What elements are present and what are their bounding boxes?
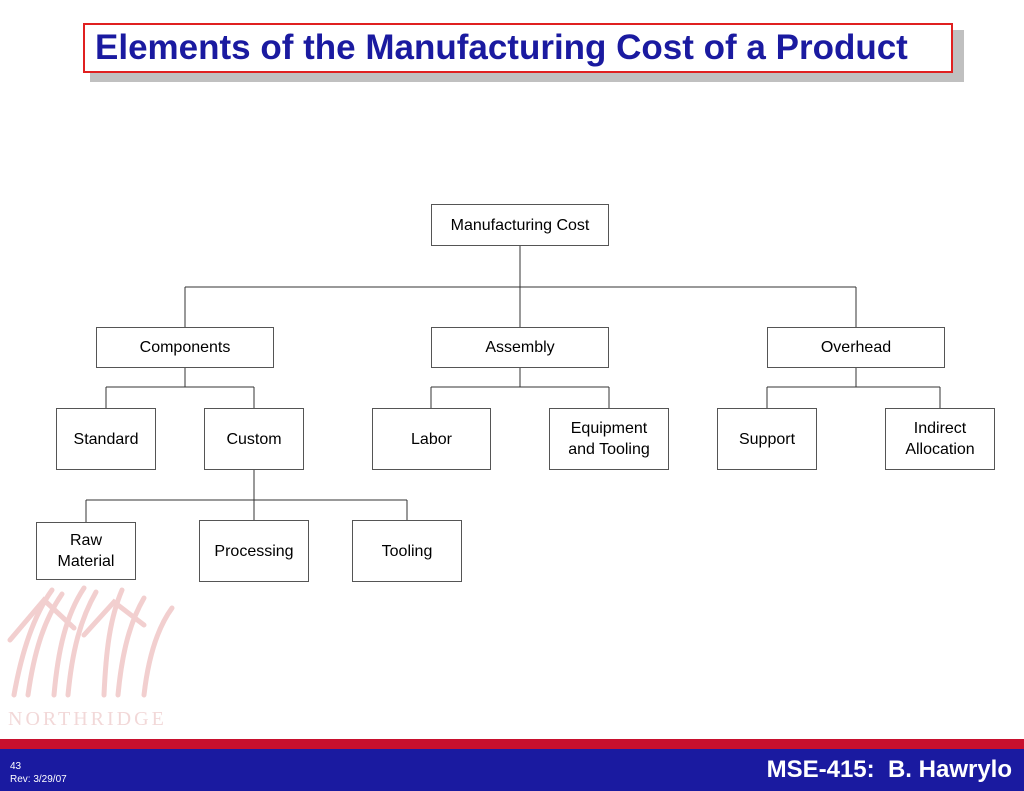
node-labor: Labor <box>372 408 491 470</box>
slide-title: Elements of the Manufacturing Cost of a … <box>95 28 908 67</box>
node-standard: Standard <box>56 408 156 470</box>
university-logo-watermark <box>7 585 175 698</box>
footer-bar <box>0 749 1024 791</box>
node-equipment-and-tooling: Equipment and Tooling <box>549 408 669 470</box>
node-overhead: Overhead <box>767 327 945 368</box>
node-tooling: Tooling <box>352 520 462 582</box>
node-components: Components <box>96 327 274 368</box>
course-label: MSE-415: B. Hawrylo <box>766 756 1012 783</box>
slide-number: 43 <box>10 761 22 772</box>
revision-date: Rev: 3/29/07 <box>10 774 67 785</box>
node-raw-material: Raw Material <box>36 522 136 580</box>
node-custom: Custom <box>204 408 304 470</box>
node-processing: Processing <box>199 520 309 582</box>
footer-red-stripe <box>0 739 1024 749</box>
node-support: Support <box>717 408 817 470</box>
title-box: Elements of the Manufacturing Cost of a … <box>83 23 953 73</box>
watermark-text: NORTHRIDGE <box>8 708 167 730</box>
node-indirect-allocation: Indirect Allocation <box>885 408 995 470</box>
node-manufacturing-cost: Manufacturing Cost <box>431 204 609 246</box>
node-assembly: Assembly <box>431 327 609 368</box>
